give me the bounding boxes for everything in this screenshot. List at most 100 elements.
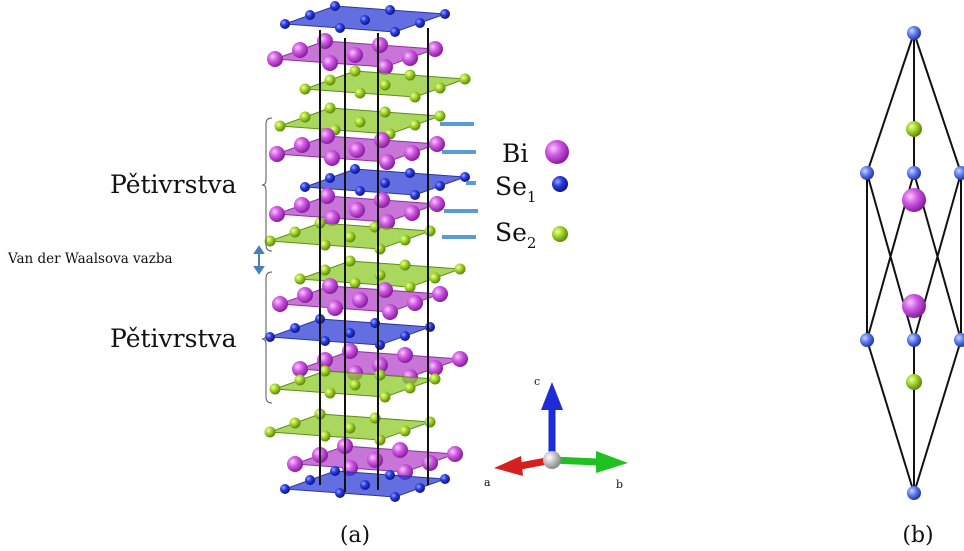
atom-se2 <box>269 383 281 395</box>
atom-se1 <box>390 492 400 502</box>
atom-bi <box>292 361 308 377</box>
atom-se1 <box>290 323 300 333</box>
atom-se1 <box>325 173 335 183</box>
atom-bi <box>427 41 443 57</box>
atom-se1 <box>415 18 425 28</box>
atom-se1 <box>305 475 315 485</box>
atom-se1 <box>400 331 410 341</box>
panel-a-layered-structure <box>264 1 471 502</box>
atom-se2 <box>399 234 411 246</box>
vdw-gap-arrow <box>253 245 265 275</box>
atom-bi <box>367 452 383 468</box>
atom-se1 <box>860 166 874 180</box>
atom-bi <box>294 137 310 153</box>
atom-se1 <box>415 483 425 493</box>
atom-se2 <box>319 239 331 251</box>
atom-se2 <box>354 87 366 99</box>
atom-bi <box>402 50 418 66</box>
atom-se2 <box>349 277 361 289</box>
atom-bi <box>372 357 388 373</box>
atom-se2 <box>404 382 416 394</box>
atom-se1 <box>345 328 355 338</box>
atom-se1 <box>305 10 315 20</box>
atom-bi <box>269 206 285 222</box>
caption-b: (b) <box>902 523 933 548</box>
atom-se1 <box>320 336 330 346</box>
van-der-waals-label: Van der Waalsova vazba <box>7 251 173 267</box>
atom-se2 <box>344 231 356 243</box>
b-axis-arrow <box>596 451 628 473</box>
atom-bi <box>319 128 335 144</box>
atom-bi <box>269 146 285 162</box>
atom-se2 <box>299 83 311 95</box>
b-axis-label: b <box>616 478 623 491</box>
atom-se1 <box>405 168 415 178</box>
atom-bi <box>382 304 398 320</box>
atom-se2 <box>454 263 466 275</box>
atom-se2 <box>289 417 301 429</box>
atom-se2 <box>319 430 331 442</box>
atom-bi <box>324 150 340 166</box>
atom-se1 <box>435 181 445 191</box>
atom-bi <box>374 132 390 148</box>
c-axis-arrow <box>541 382 563 410</box>
atom-se2 <box>344 422 356 434</box>
atom-se2 <box>399 425 411 437</box>
atom-se1 <box>335 23 345 33</box>
atom-bi <box>324 210 340 226</box>
atom-bi <box>452 351 468 367</box>
atom-se2 <box>294 273 306 285</box>
atom-se1 <box>360 480 370 490</box>
bracket-top <box>261 117 273 252</box>
atom-bi <box>902 294 926 318</box>
atom-bi <box>407 295 423 311</box>
atom-se2 <box>264 426 276 438</box>
atom-se2 <box>374 269 386 281</box>
panel-b-rhombohedral-cell <box>860 26 964 500</box>
axis-triad: c a b <box>484 375 628 491</box>
atom-se1 <box>385 5 395 15</box>
atom-se2 <box>264 235 276 247</box>
atom-bi <box>319 188 335 204</box>
atom-se1 <box>265 332 275 342</box>
atom-se2 <box>906 121 922 137</box>
atom-bi <box>297 287 313 303</box>
legend-bars <box>440 122 478 239</box>
atom-bi <box>352 292 368 308</box>
atom-se2 <box>409 91 421 103</box>
legend-se2-label: Se2 <box>495 218 536 252</box>
atom-bi <box>404 205 420 221</box>
atom-bi <box>327 300 343 316</box>
atom-bi <box>267 51 283 67</box>
atom-se1 <box>360 15 370 25</box>
atom-se1 <box>954 333 964 347</box>
a-axis-arrow <box>494 456 523 476</box>
cell-edges <box>866 32 962 494</box>
atom-bi <box>429 136 445 152</box>
atom-bi <box>322 278 338 294</box>
atom-se2 <box>374 243 386 255</box>
axis-origin <box>543 451 561 469</box>
atom-se1 <box>375 340 385 350</box>
atom-se2 <box>354 116 366 128</box>
atom-se1 <box>860 333 874 347</box>
atom-se1 <box>390 27 400 37</box>
atom-bi <box>379 154 395 170</box>
atom-se2 <box>289 226 301 238</box>
atom-bi <box>294 197 310 213</box>
atom-bi <box>272 296 288 312</box>
atom-se1 <box>280 484 290 494</box>
atom-se2 <box>324 387 336 399</box>
atom-bi <box>432 286 448 302</box>
atom-se2 <box>299 111 311 123</box>
atom-se2 <box>429 272 441 284</box>
atom-se2 <box>399 259 411 271</box>
atom-bi <box>349 202 365 218</box>
atom-se2 <box>429 373 441 385</box>
atom-bi <box>427 360 443 376</box>
atom-bi <box>349 142 365 158</box>
atom-bi <box>902 188 926 212</box>
atom-se2 <box>349 65 361 77</box>
atom-se2 <box>424 225 436 237</box>
